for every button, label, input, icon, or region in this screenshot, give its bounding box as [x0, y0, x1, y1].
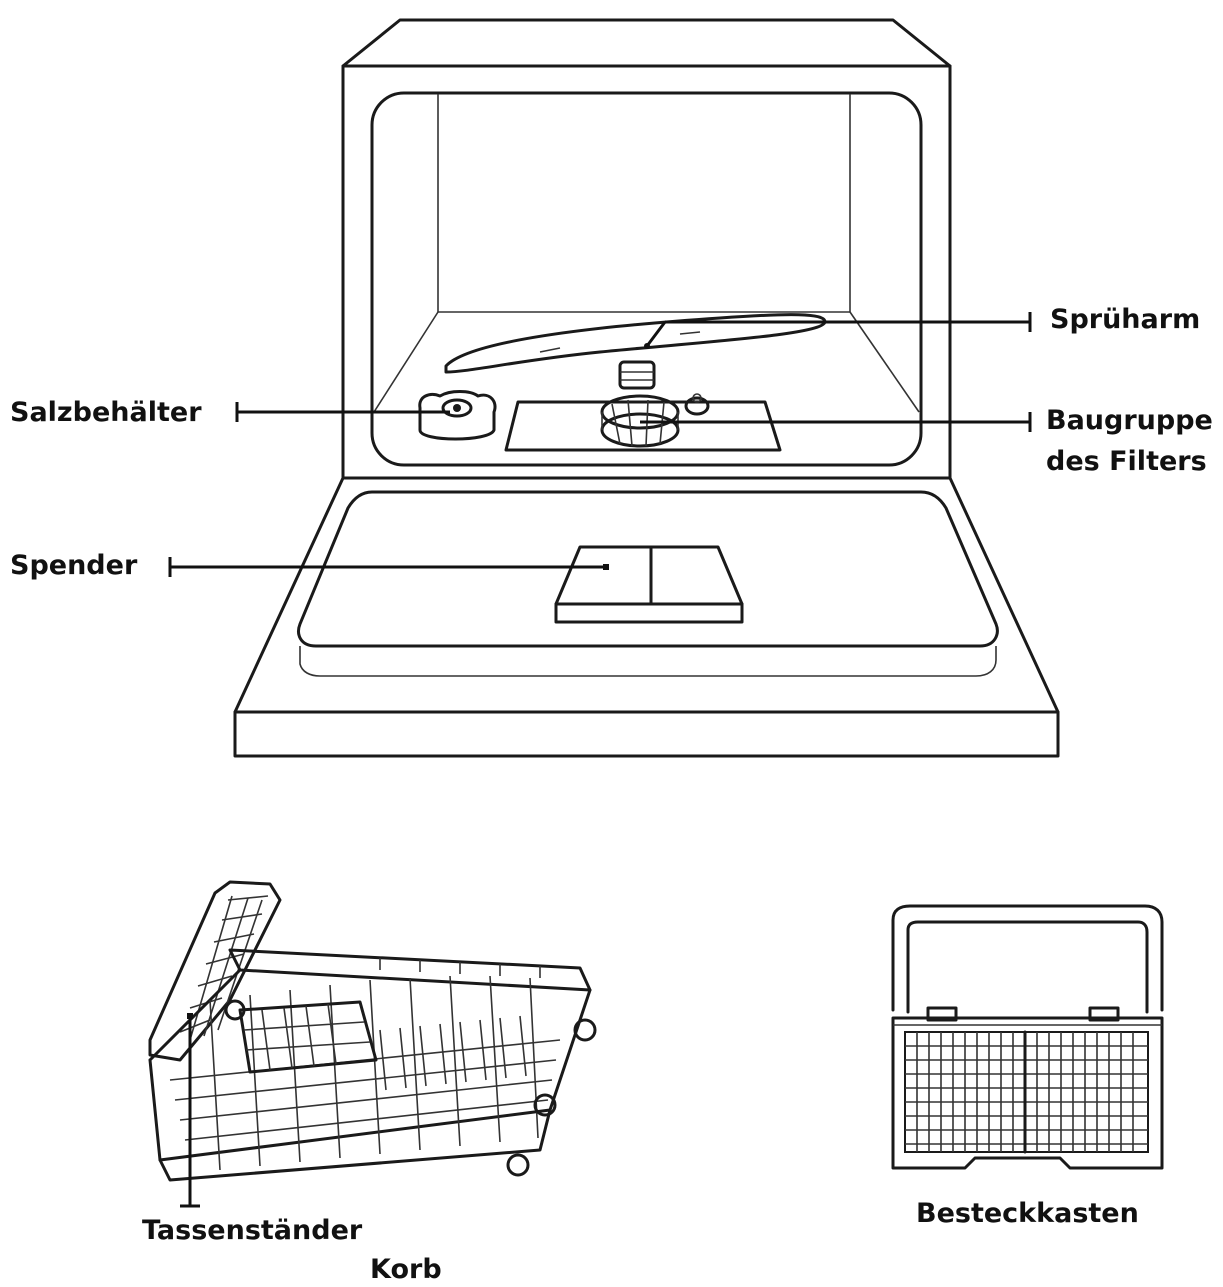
label-cutlery-basket: Besteckkasten	[916, 1198, 1139, 1229]
label-filter-assembly-line2: des Filters	[1046, 446, 1207, 477]
callout-filter-assembly	[640, 412, 1032, 432]
callout-salt-container	[235, 402, 450, 422]
label-salt-container: Salzbehälter	[10, 397, 202, 428]
label-dispenser: Spender	[10, 550, 138, 581]
salt-container-part	[418, 390, 497, 441]
lower-basket-illustration	[148, 880, 597, 1182]
cutlery-basket-illustration	[891, 904, 1164, 1170]
dispenser-part	[554, 545, 744, 624]
label-basket: Korb	[370, 1254, 442, 1285]
label-filter-assembly-line1: Baugruppe	[1046, 405, 1213, 436]
dishwasher-body	[341, 18, 952, 480]
dishwasher-door	[233, 476, 1060, 758]
label-cup-rack: Tassenständer	[142, 1215, 363, 1246]
callout-dispenser	[168, 557, 609, 577]
callout-spray-arm	[644, 312, 1032, 349]
callout-cup-rack	[180, 1013, 200, 1208]
label-spray-arm: Sprüharm	[1050, 304, 1201, 335]
filter-assembly-part	[504, 393, 782, 452]
spray-arm-part	[444, 313, 827, 390]
